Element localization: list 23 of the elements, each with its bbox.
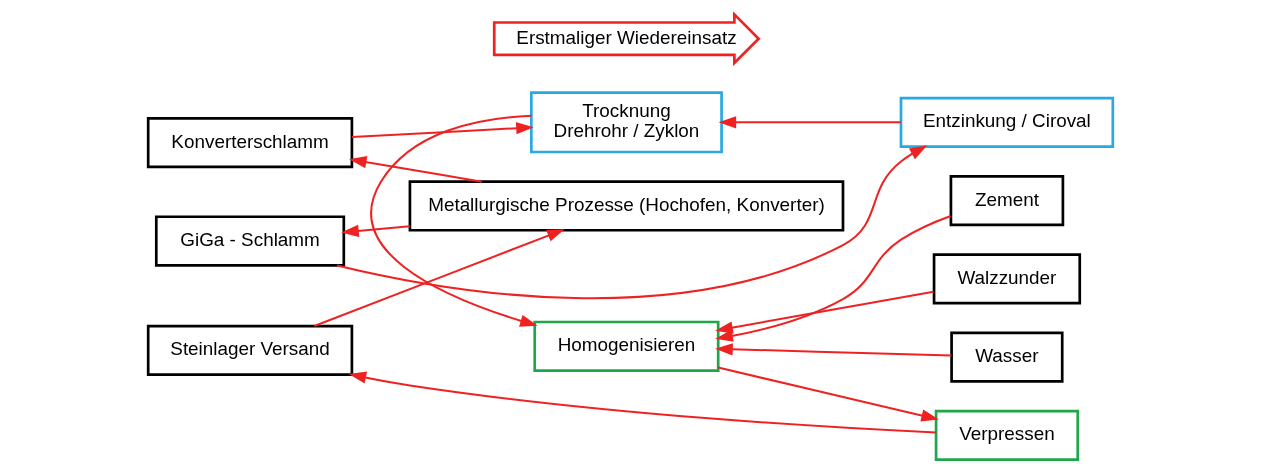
arrow: [349, 155, 482, 183]
arrow: [352, 121, 534, 138]
node-box: Zement: [949, 174, 1065, 226]
arrow: [715, 214, 952, 342]
arrow: [718, 115, 901, 128]
node-box: Walzzunder: [932, 252, 1082, 304]
node-box: Entzinkung / Ciroval: [899, 96, 1115, 148]
arrow: [718, 366, 939, 422]
arrow: [336, 144, 928, 299]
node-box: Verpressen: [934, 409, 1080, 461]
node-box: Steinlager Versand: [146, 324, 354, 376]
arrow: [715, 290, 934, 334]
node-box: Homogenisieren: [533, 320, 720, 372]
arrow: [341, 224, 410, 237]
node-box: Konverterschlamm: [146, 116, 354, 168]
node-box: Wasser: [950, 330, 1064, 383]
node-box: Trocknung Drehrohr / Zyklon: [530, 90, 723, 153]
arrow: [370, 114, 538, 327]
node-box: Metallurgische Prozesse (Hochofen, Konverter): [408, 179, 845, 232]
node-box: GiGa - Schlamm: [154, 214, 346, 267]
arrow: [348, 371, 936, 433]
arrow: [715, 342, 952, 357]
arrow: [314, 228, 565, 327]
